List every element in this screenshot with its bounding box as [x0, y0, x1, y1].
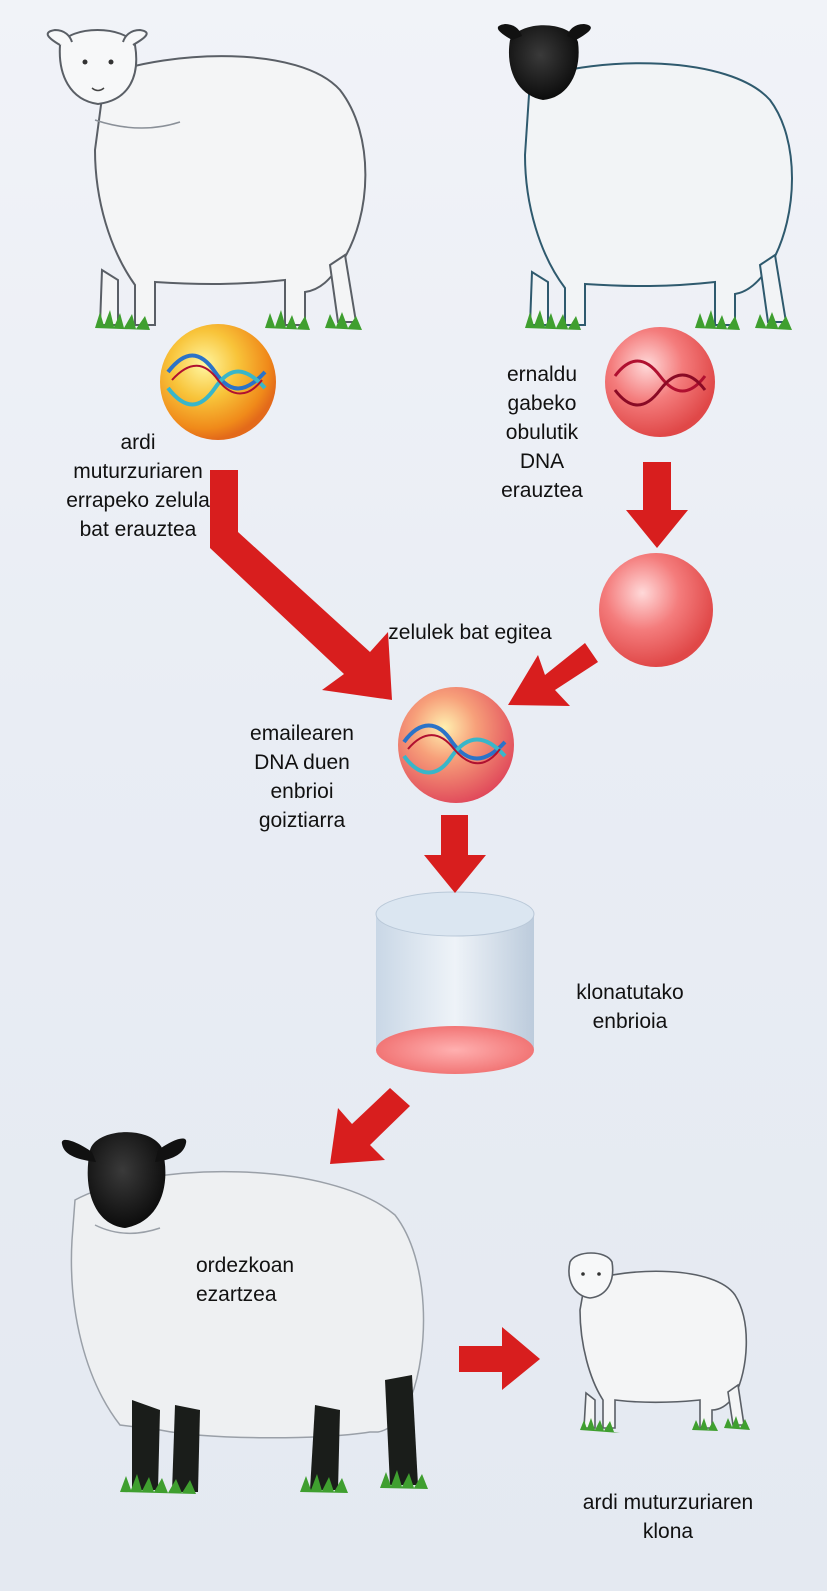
black-faced-sheep-egg-donor: [497, 24, 793, 330]
enucleated-egg: [599, 553, 713, 667]
white-faced-sheep-donor: [46, 28, 367, 330]
label-early-embryo: emailearen DNA duen enbrioi goiztiarra: [250, 722, 354, 832]
donor-udder-cell: [160, 324, 276, 440]
label-donor-cell: ardi muturzuriaren errapeko zelula bat e…: [66, 431, 210, 541]
label-egg-dna: ernaldu gabeko obulutik DNA erauztea: [501, 363, 583, 502]
arrow-embryo-down: [424, 815, 486, 893]
arrow-surrogate-to-clone: [459, 1327, 540, 1390]
label-clone: ardi muturzuriaren klona: [582, 1491, 754, 1543]
dna-helix-icon: [613, 359, 707, 407]
dna-helix-icon: [402, 723, 507, 775]
unfertilized-egg-with-dna: [605, 327, 715, 437]
early-embryo: [398, 687, 514, 803]
label-cloned-embryo: klonatutako enbrioia: [576, 981, 684, 1033]
culture-dish: [375, 891, 535, 1074]
arrow-egg-down: [626, 462, 688, 548]
dna-helix-icon: [166, 353, 267, 407]
clone-white-faced-sheep: [568, 1252, 750, 1433]
arrows: [210, 462, 688, 1390]
arrow-dish-to-surrogate: [330, 1088, 410, 1164]
label-surrogate: ordezkoan ezartzea: [196, 1254, 295, 1306]
arrow-enucleated-to-fusion: [508, 643, 598, 706]
surrogate-black-faced-sheep: [61, 1132, 428, 1494]
label-fusion: zelulek bat egitea: [388, 621, 552, 644]
arrow-donor-to-fusion: [210, 470, 392, 700]
